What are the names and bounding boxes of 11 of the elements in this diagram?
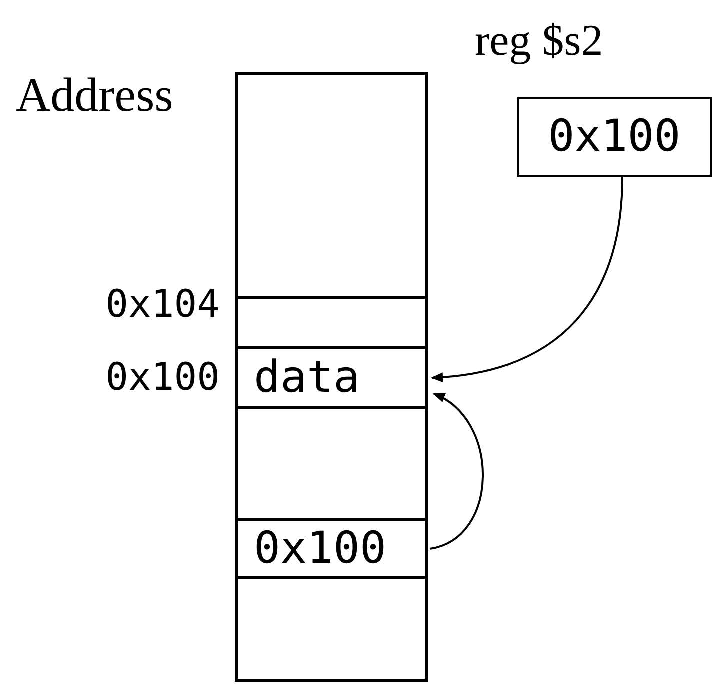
- memory-column: [235, 72, 428, 682]
- axis-title: Address: [16, 72, 174, 120]
- address-label: 0x100: [104, 358, 220, 396]
- cell-text: 0x100: [548, 115, 681, 159]
- address-label: 0x104: [104, 285, 220, 323]
- register-name: reg $s2: [475, 19, 604, 63]
- pointer-arrow: [430, 393, 484, 550]
- cell-text: data: [254, 356, 360, 400]
- cell-text: 0x100: [254, 527, 386, 571]
- pointer-arrow: [431, 176, 624, 382]
- register-box: [517, 97, 712, 177]
